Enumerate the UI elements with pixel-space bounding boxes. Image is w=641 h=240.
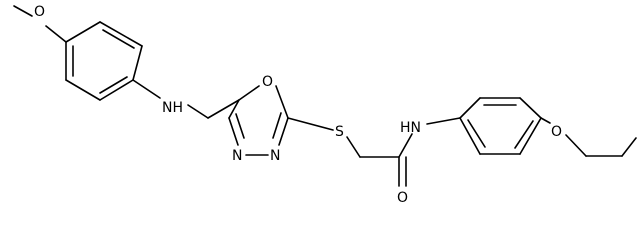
bond bbox=[99, 79, 134, 101]
bond bbox=[228, 117, 239, 146]
atom-nh-amide: HN bbox=[400, 120, 421, 136]
bond bbox=[13, 5, 33, 17]
atom-o-methoxy: O bbox=[34, 4, 45, 20]
atom-o-ring: O bbox=[262, 74, 273, 90]
atom-o-carbonyl: O bbox=[397, 190, 408, 206]
bond bbox=[45, 25, 67, 43]
ethoxyphenyl-ring bbox=[459, 97, 542, 155]
bond bbox=[275, 85, 289, 119]
structure-svg: O NH O N N S O HN bbox=[13, 4, 637, 206]
bond bbox=[278, 117, 289, 146]
bond bbox=[187, 104, 209, 119]
bond bbox=[132, 79, 161, 99]
bond bbox=[287, 117, 334, 131]
bond bbox=[65, 21, 101, 43]
bond bbox=[398, 133, 413, 158]
oxadiazole-ring bbox=[228, 85, 289, 156]
bond bbox=[346, 136, 361, 158]
bond bbox=[235, 113, 245, 139]
atom-o-ethoxy: O bbox=[551, 124, 562, 140]
bond bbox=[99, 21, 143, 47]
bond bbox=[102, 29, 135, 49]
molecule-diagram: O NH O N N S O HN bbox=[13, 4, 637, 206]
bond bbox=[519, 117, 542, 155]
bond bbox=[565, 134, 587, 157]
bond bbox=[99, 76, 128, 94]
atom-n-ring-left: N bbox=[232, 148, 242, 164]
bond bbox=[65, 79, 101, 101]
bond bbox=[514, 120, 534, 149]
bond bbox=[459, 117, 481, 155]
bond bbox=[426, 117, 461, 125]
bond bbox=[540, 117, 551, 124]
bond bbox=[272, 112, 282, 139]
atom-s: S bbox=[335, 124, 344, 140]
bond bbox=[459, 97, 481, 119]
atom-nh-left: NH bbox=[162, 100, 183, 116]
bond bbox=[467, 119, 486, 148]
bond bbox=[228, 99, 240, 119]
bond bbox=[238, 85, 260, 101]
bond bbox=[132, 45, 143, 81]
methoxyphenyl-ring bbox=[65, 21, 143, 101]
bond bbox=[207, 99, 240, 119]
bond bbox=[519, 97, 542, 119]
atom-n-ring-right: N bbox=[270, 148, 280, 164]
bond bbox=[621, 137, 637, 157]
